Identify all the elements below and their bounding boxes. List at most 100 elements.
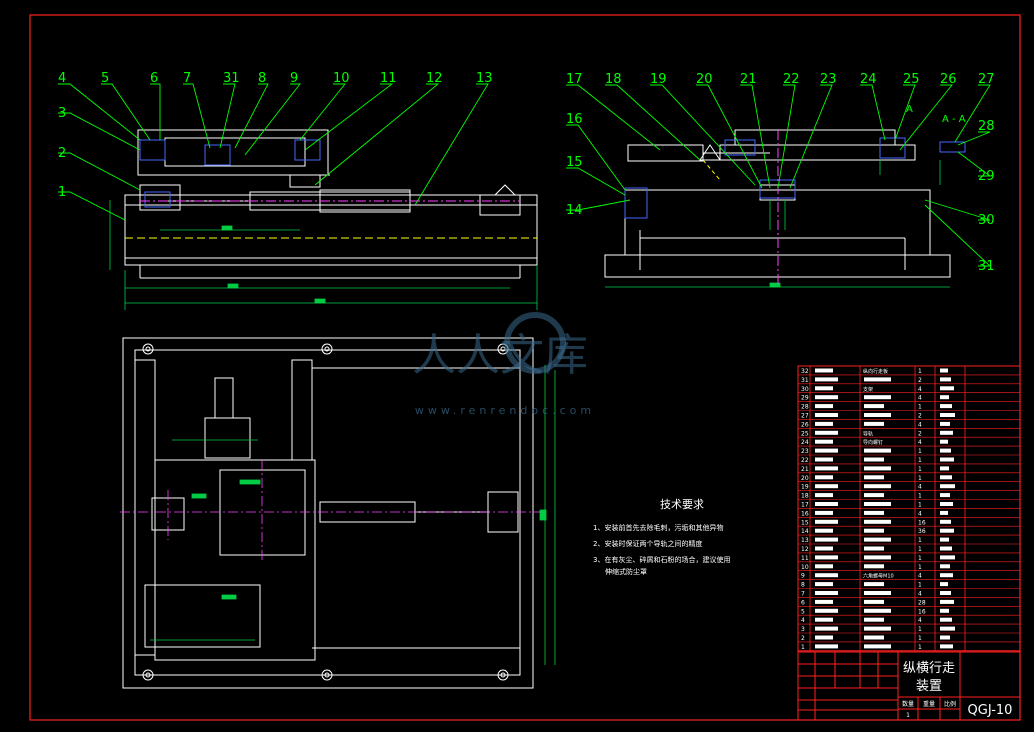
balloon-20: 20	[696, 72, 713, 87]
bom-part-code	[815, 564, 833, 569]
bom-material	[940, 368, 948, 373]
bom-quantity: 2	[918, 377, 922, 384]
balloon-31: 31	[978, 259, 995, 274]
bom-material	[940, 475, 952, 480]
bom-part-code	[815, 626, 838, 631]
bom-quantity: 1	[918, 635, 922, 642]
balloon-12: 12	[426, 71, 443, 86]
bom-part-name	[864, 582, 884, 587]
weight-header: 重量	[923, 700, 935, 708]
bom-part-code	[815, 395, 838, 400]
bom-material	[940, 439, 948, 444]
bom-row-number: 2	[801, 635, 805, 642]
bom-part-name	[864, 626, 891, 631]
bom-material	[940, 582, 948, 587]
bom-part-code	[815, 404, 833, 409]
bom-material	[940, 502, 953, 506]
watermark-url: www.renrendoc.com	[415, 404, 595, 417]
bom-row-number: 21	[801, 466, 809, 473]
qty-header: 数量	[902, 700, 914, 708]
bom-part-name	[864, 510, 884, 515]
bom-part-name: 六角螺母M10	[863, 573, 894, 580]
bom-row-number: 7	[801, 591, 805, 598]
side-view-leaders	[566, 84, 992, 267]
bom-quantity: 1	[918, 502, 922, 509]
front-view-hatch	[139, 139, 321, 208]
bom-part-name	[864, 484, 891, 489]
bom-material	[940, 510, 948, 515]
bom-part-name	[864, 448, 891, 453]
bom-part-code	[815, 573, 838, 578]
bom-row-number: 12	[801, 546, 809, 553]
bom-quantity: 4	[918, 386, 922, 393]
bom-material	[940, 608, 949, 613]
bom-material	[940, 546, 952, 551]
bom-part-name	[864, 502, 891, 506]
bom-material	[940, 626, 955, 631]
bom-part-name	[864, 644, 891, 649]
front-view	[124, 129, 538, 279]
balloon-29: 29	[978, 169, 995, 184]
plan-view	[122, 337, 534, 689]
drawing-title: 纵横行走	[903, 661, 955, 676]
bom-quantity: 1	[918, 457, 922, 464]
balloon-21: 21	[740, 72, 757, 87]
bom-material	[940, 386, 954, 391]
bom-part-name	[864, 635, 884, 640]
bom-row-number: 24	[801, 439, 809, 446]
bom-part-name	[864, 537, 891, 542]
bom-row-number: 9	[801, 573, 805, 580]
bom-part-code	[815, 430, 838, 435]
bom-row-number: 26	[801, 421, 809, 428]
bom-row-number: 32	[801, 368, 809, 375]
plan-view-dimensions	[150, 365, 556, 665]
bom-part-name	[864, 404, 884, 409]
bom-part-code	[815, 493, 833, 498]
section-mark: A	[906, 104, 913, 115]
bom-quantity: 4	[918, 439, 922, 446]
bom-material	[940, 448, 951, 453]
drawing-number: QGJ-10	[968, 703, 1013, 718]
bom-part-code	[815, 608, 838, 613]
bom-part-name	[864, 528, 884, 533]
drawing-subtitle: 装置	[916, 679, 942, 694]
bom-quantity: 1	[918, 466, 922, 473]
bom-row-number: 1	[801, 644, 805, 651]
bom-part-code	[815, 617, 833, 622]
bom-row-number: 15	[801, 519, 809, 526]
bom-quantity: 1	[918, 582, 922, 589]
bom-row-number: 16	[801, 510, 809, 517]
bom-quantity: 1	[918, 493, 922, 500]
bom-part-code	[815, 502, 838, 506]
balloon-28: 28	[978, 119, 995, 134]
bom-row-number: 8	[801, 582, 805, 589]
bom-material	[940, 599, 954, 604]
bom-material	[940, 537, 949, 542]
balloon-31: 31	[223, 71, 240, 86]
balloon-18: 18	[605, 72, 622, 87]
bom-part-name	[864, 555, 891, 560]
bom-row-number: 25	[801, 430, 809, 437]
note-item: 1、安装前首先去除毛刺，污垢和其他异物	[593, 523, 723, 532]
bom-quantity: 1	[918, 546, 922, 553]
qty-value: 1	[906, 712, 910, 719]
bom-part-code	[815, 510, 833, 515]
bom-quantity: 36	[918, 528, 926, 535]
bom-material	[940, 457, 954, 462]
bom-part-code	[815, 439, 833, 444]
side-view-hidden-line	[702, 159, 721, 181]
bom-part-name	[864, 519, 891, 524]
bom-material	[940, 635, 950, 640]
bom-quantity: 4	[918, 484, 922, 491]
bom-part-name	[864, 564, 884, 569]
bom-material	[940, 421, 950, 426]
bom-row-number: 22	[801, 457, 809, 464]
bom-quantity: 16	[918, 608, 926, 615]
bom-part-code	[815, 377, 838, 382]
bom-part-code	[815, 386, 833, 391]
bom-row-number: 10	[801, 564, 809, 571]
front-view-balloons: 4 5 6 7 31 8 9 10 11 12 13 3 2 1	[58, 71, 493, 200]
bom-part-name	[864, 421, 884, 426]
bom-quantity: 1	[918, 555, 922, 562]
